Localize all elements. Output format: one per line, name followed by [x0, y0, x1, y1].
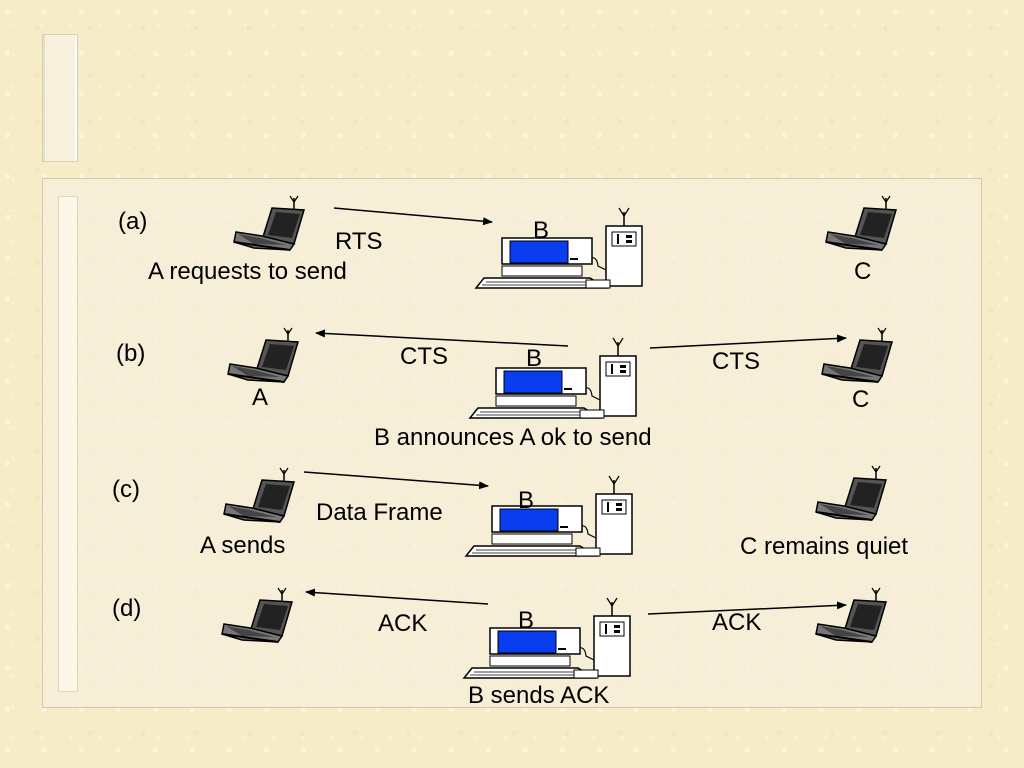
ack-left-label: ACK	[378, 610, 428, 637]
row-b-letter: (b)	[116, 340, 146, 367]
desktop-b-icon	[475, 207, 643, 289]
data-frame-label: Data Frame	[316, 499, 443, 526]
decorative-side-bar	[42, 34, 78, 162]
node-b-label: B	[518, 487, 535, 514]
cts-left-label: CTS	[400, 343, 448, 370]
ack-right-label: ACK	[712, 609, 762, 636]
node-a-label: A	[252, 384, 269, 411]
laptop-a-icon	[223, 467, 295, 523]
cts-right-label: CTS	[712, 348, 760, 375]
desktop-b-icon	[465, 475, 633, 557]
desktop-b-icon	[463, 597, 631, 679]
laptop-a-icon	[227, 327, 299, 383]
cts-arrow-left	[315, 329, 569, 347]
row-a-letter: (a)	[118, 208, 148, 235]
desktop-b-icon	[469, 337, 637, 419]
data-frame-arrow	[303, 471, 489, 490]
node-c-label: C	[852, 386, 870, 413]
laptop-a-icon	[221, 587, 293, 643]
row-c-letter: (c)	[112, 476, 140, 503]
rts-label: RTS	[335, 228, 383, 255]
rts-arrow	[333, 207, 493, 226]
b-announces-caption: B announces A ok to send	[374, 424, 652, 451]
c-remains-quiet-caption: C remains quiet	[740, 533, 909, 560]
row-d-letter: (d)	[112, 595, 142, 622]
laptop-a-icon	[233, 195, 305, 251]
panel-left-bar	[58, 196, 78, 692]
ack-arrow-left	[305, 588, 489, 605]
ack-arrow-right	[647, 601, 847, 615]
laptop-c-icon	[815, 465, 887, 521]
a-requests-caption: A requests to send	[148, 258, 347, 285]
laptop-c-icon	[815, 587, 887, 643]
node-b-label: B	[526, 345, 543, 372]
laptop-c-icon	[825, 195, 897, 251]
a-sends-caption: A sends	[200, 532, 286, 559]
b-sends-ack-caption: B sends ACK	[468, 682, 610, 709]
cts-arrow-right	[649, 334, 847, 349]
node-b-label: B	[533, 217, 550, 244]
node-c-label: C	[854, 258, 872, 285]
laptop-c-icon	[821, 327, 893, 383]
node-b-label: B	[518, 607, 535, 634]
